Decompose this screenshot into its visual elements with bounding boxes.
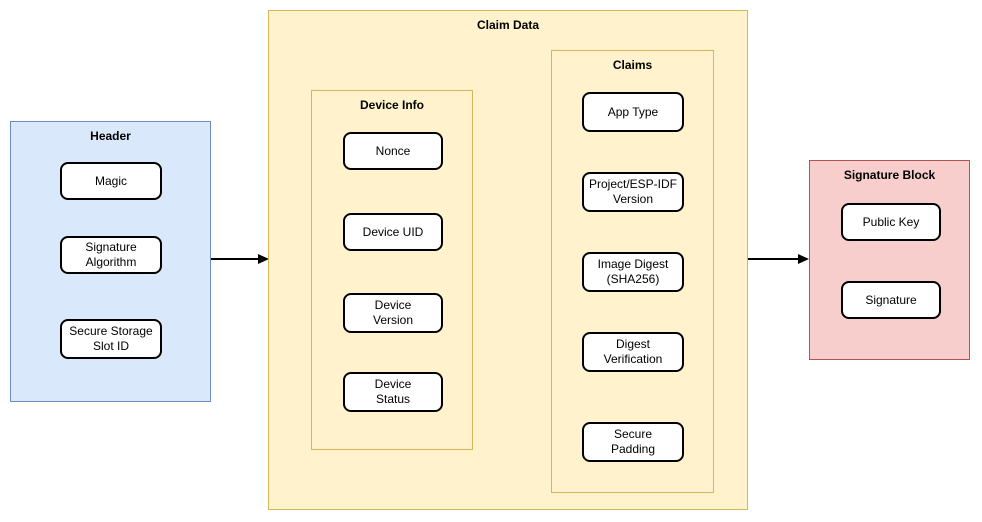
node-signature-algorithm: Signature Algorithm (60, 236, 162, 274)
device-info-container: Device Info Nonce Device UID Device Vers… (311, 90, 473, 450)
node-device-version: Device Version (343, 293, 443, 333)
node-secure-padding: Secure Padding (582, 422, 684, 462)
node-project-esp-idf-version: Project/ESP-IDF Version (582, 172, 684, 212)
node-digest-verification: Digest Verification (582, 332, 684, 372)
claims-container: Claims App Type Project/ESP-IDF Version … (551, 50, 714, 493)
claim-data-container: Claim Data Device Info Nonce Device UID … (268, 10, 748, 510)
node-public-key: Public Key (841, 203, 941, 241)
signature-block-container: Signature Block Public Key Signature (809, 160, 970, 360)
node-device-uid: Device UID (343, 213, 443, 251)
arrow-header-to-claim-data (211, 254, 269, 264)
signature-block-title: Signature Block (843, 168, 936, 182)
arrow-line (211, 258, 259, 260)
node-app-type: App Type (582, 92, 684, 132)
node-secure-storage-slot-id: Secure Storage Slot ID (60, 319, 162, 359)
device-info-title: Device Info (359, 98, 425, 112)
node-signature: Signature (841, 281, 941, 319)
arrow-claim-data-to-signature-block (748, 254, 809, 264)
arrowhead-icon (258, 254, 269, 264)
arrow-line (748, 258, 799, 260)
claim-data-title: Claim Data (476, 18, 540, 32)
claims-title: Claims (612, 58, 653, 72)
node-magic: Magic (60, 162, 162, 200)
arrowhead-icon (798, 254, 809, 264)
node-device-status: Device Status (343, 372, 443, 412)
header-title: Header (90, 129, 131, 143)
node-nonce: Nonce (343, 132, 443, 170)
header-container: Header Magic Signature Algorithm Secure … (10, 121, 211, 402)
node-image-digest-sha256: Image Digest (SHA256) (582, 252, 684, 292)
